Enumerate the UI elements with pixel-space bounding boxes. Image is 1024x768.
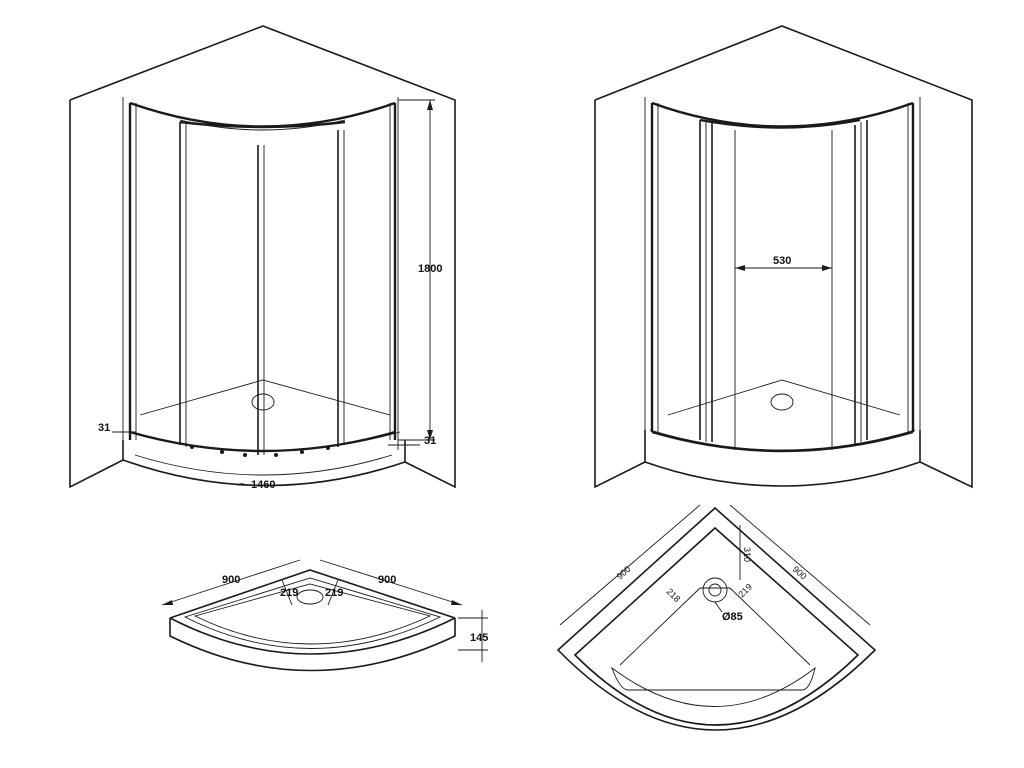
wall-top-outline xyxy=(69,25,456,489)
top-rail xyxy=(129,101,396,128)
frame-left-label: 31 xyxy=(98,422,110,434)
tray-isometric-view: 900 900 219 219 145 xyxy=(161,559,488,672)
tray-front xyxy=(122,440,406,487)
plan-waste-inner xyxy=(708,583,722,597)
enclosure-front-view: 1800 31 31 ⌢ 1460 xyxy=(69,25,456,491)
height-label: 1800 xyxy=(418,263,442,275)
enclosure-open-view: 530 xyxy=(594,25,973,489)
frame-right-label: 31 xyxy=(424,435,436,447)
left-wall xyxy=(69,100,124,489)
rollers xyxy=(190,445,330,457)
waste-offset-right-label: 219 xyxy=(325,587,343,599)
plan-offset-top-label: 310 xyxy=(742,547,752,562)
plan-side-left-label: 900 xyxy=(615,564,633,581)
tray-plan-view: 900 900 310 218 219 Ø85 xyxy=(556,504,877,731)
arc-length-label: 1460 xyxy=(251,479,275,491)
waste-hole xyxy=(251,393,275,411)
arc-dimension xyxy=(134,454,393,476)
tray-side-right-label: 900 xyxy=(378,574,396,586)
tray-back xyxy=(139,379,391,416)
plan-side-right-label: 900 xyxy=(791,564,809,581)
bottom-rail xyxy=(129,430,396,453)
waste-diameter-label: Ø85 xyxy=(722,611,743,623)
arc-symbol: ⌢ xyxy=(238,478,245,490)
opening-label: 530 xyxy=(773,255,791,267)
plan-waste-outer xyxy=(702,577,728,603)
waste-offset-left-label: 219 xyxy=(280,587,298,599)
tray-side-left-label: 900 xyxy=(222,574,240,586)
plan-offset-left-label: 218 xyxy=(665,586,683,604)
tray-height-label: 145 xyxy=(470,632,488,644)
